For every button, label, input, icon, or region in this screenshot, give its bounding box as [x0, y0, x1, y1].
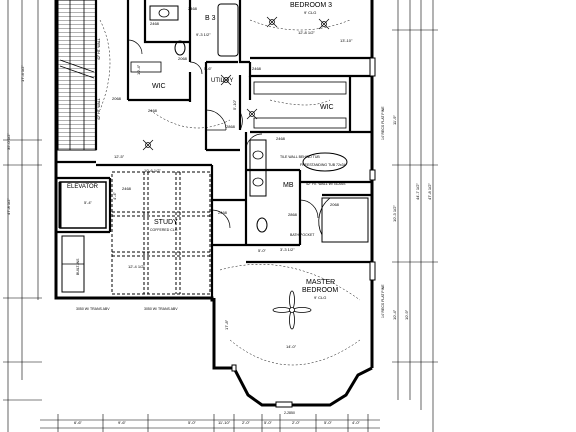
dim-right-4: 47'-8 1/2" [427, 183, 432, 200]
light-fixture-icons [142, 16, 330, 151]
door-tag: 2468 [148, 108, 158, 113]
electrical-wiring [99, 19, 361, 366]
dim-right-3: 44'-7 1/2" [415, 183, 420, 200]
note-window-left: 3050 W/ TRANS ABV [76, 307, 110, 311]
door-tag: 2868 [288, 212, 298, 217]
master-ceiling: 9' CLG [314, 295, 326, 300]
room-bedroom-3: BEDROOM 3 [290, 2, 332, 9]
note-bath-pocket: BATH POCKET [290, 233, 315, 237]
door-tags: 2468 2468 2468 2868 2468 2468 2068 2068 … [112, 6, 340, 217]
note-tile-wall: TILE WALL BEHIND TUB [280, 155, 320, 159]
staircase [57, 0, 97, 151]
note-built-ins: BUILT-INS [76, 258, 80, 275]
note-flat-pine-2: 14' RECS FLAT PINE [381, 284, 385, 318]
dim-bottom-5: 2'-0" [242, 420, 251, 425]
dim-bottom-8: 5'-0" [324, 420, 333, 425]
room-master-line1: MASTER [306, 279, 335, 286]
door-swings [127, 39, 319, 229]
door-tag: 2068 [178, 56, 188, 61]
room-b3: B 3 [205, 15, 216, 22]
wic-shelving [253, 81, 347, 95]
toilet-b3 [174, 40, 186, 56]
bedroom-3-size: 12'-8 1/2" [298, 30, 315, 35]
interior-walls [56, 0, 372, 298]
note-glass-wall: 42" HT. WALL W/ GLASS [306, 182, 346, 186]
dim-elev-2: 4'-4" [112, 191, 117, 200]
left-dimension-lines [3, 0, 42, 432]
dim-bottom-1: 6'-6" [74, 420, 83, 425]
dim-b3: 9'-3 1/2" [196, 32, 211, 37]
dim-master-w: 14'-0" [286, 344, 297, 349]
note-freestanding-tub: FREESTANDING TUB 72x34 [300, 163, 346, 167]
bedroom-3-ceiling: 9' CLG [304, 10, 316, 15]
dim-wic-left: 10'-4" [136, 64, 141, 75]
room-elevator: ELEVATOR [67, 184, 99, 190]
right-dimension-lines [392, 0, 438, 432]
exterior-walls [54, 0, 374, 407]
room-master-line2: BEDROOM [302, 287, 338, 294]
dim-hall: 12'-5" [114, 154, 125, 159]
dim-mb-wall: 5'-0" [258, 248, 267, 253]
dim-mb-w: 3'-3 1/2" [280, 247, 295, 252]
dim-left-2: 35'-0 1/2" [6, 133, 11, 150]
dim-right-6: 10'-9" [404, 309, 409, 320]
coffered-ceiling-grid [111, 171, 211, 295]
dim-bottom-2: 9'-6" [118, 420, 127, 425]
dim-utility-2: 5'-10" [232, 99, 237, 110]
door-tag: 2868 [226, 124, 236, 129]
note-flat-pine-1: 14' RECS FLAT PINE [381, 106, 385, 140]
room-utility: UTILITY [211, 78, 233, 84]
door-tag: 2468 [150, 21, 160, 26]
dim-bottom-3: 5'-0" [188, 420, 197, 425]
door-tag: 2468 [276, 136, 286, 141]
note-window-left-2: 3050 W/ TRANS ABV [144, 307, 178, 311]
vanity-b3 [149, 5, 179, 21]
dim-bottom-6: 5'-0" [264, 420, 273, 425]
note-rail-wall: 42" HT. WALL [97, 38, 101, 60]
shower-master [321, 197, 369, 243]
dim-bottom-9: 4'-0" [352, 420, 361, 425]
dim-study-h: 12'-4 1/2" [128, 264, 145, 269]
dim-top-right: 13'-10" [340, 38, 353, 43]
dim-utility: 5'-6" [204, 66, 213, 71]
dim-bottom-7: 2'-0" [292, 420, 301, 425]
freestanding-tub [302, 152, 348, 172]
door-tag: 2468 [122, 186, 132, 191]
bottom-dimension-lines [40, 414, 380, 432]
dim-right-5: 10'-4" [392, 309, 397, 320]
study-ceiling: COFFERED CLG [150, 228, 178, 232]
room-mb: MB [283, 182, 294, 189]
room-study: STUDY [154, 219, 178, 226]
door-tag: 2468 [188, 6, 198, 11]
toilet-master [256, 217, 268, 233]
room-wic-upper: WIC [152, 83, 166, 90]
dim-left-3: 47'-8 1/2" [6, 198, 11, 215]
room-wic-right: WIC [320, 104, 334, 111]
dim-bottom-4: 11'-10" [218, 420, 231, 425]
dim-study-w: 10'-6 1/2" [144, 168, 161, 173]
door-tag: 2068 [330, 202, 340, 207]
door-tag: 2068 [112, 96, 122, 101]
windows [231, 57, 376, 408]
vanity-master [249, 139, 267, 197]
dim-elev: 5'-4" [84, 200, 93, 205]
bathtub-b3 [217, 3, 239, 57]
note-window-bottom: 2-2850 [284, 411, 295, 415]
ceiling-fan-icon [272, 290, 312, 330]
note-rail-wall-2: 42" HT. WALL [97, 98, 101, 120]
door-tag: 2468 [252, 66, 262, 71]
dim-right-1: 11'-9" [392, 115, 397, 125]
dim-master-h: 17'-8" [224, 319, 229, 330]
dim-right-2: 10'-3 1/2" [392, 205, 397, 222]
dim-left-1: 17'-4 1/2" [20, 65, 25, 82]
door-tag: 2468 [218, 210, 228, 215]
